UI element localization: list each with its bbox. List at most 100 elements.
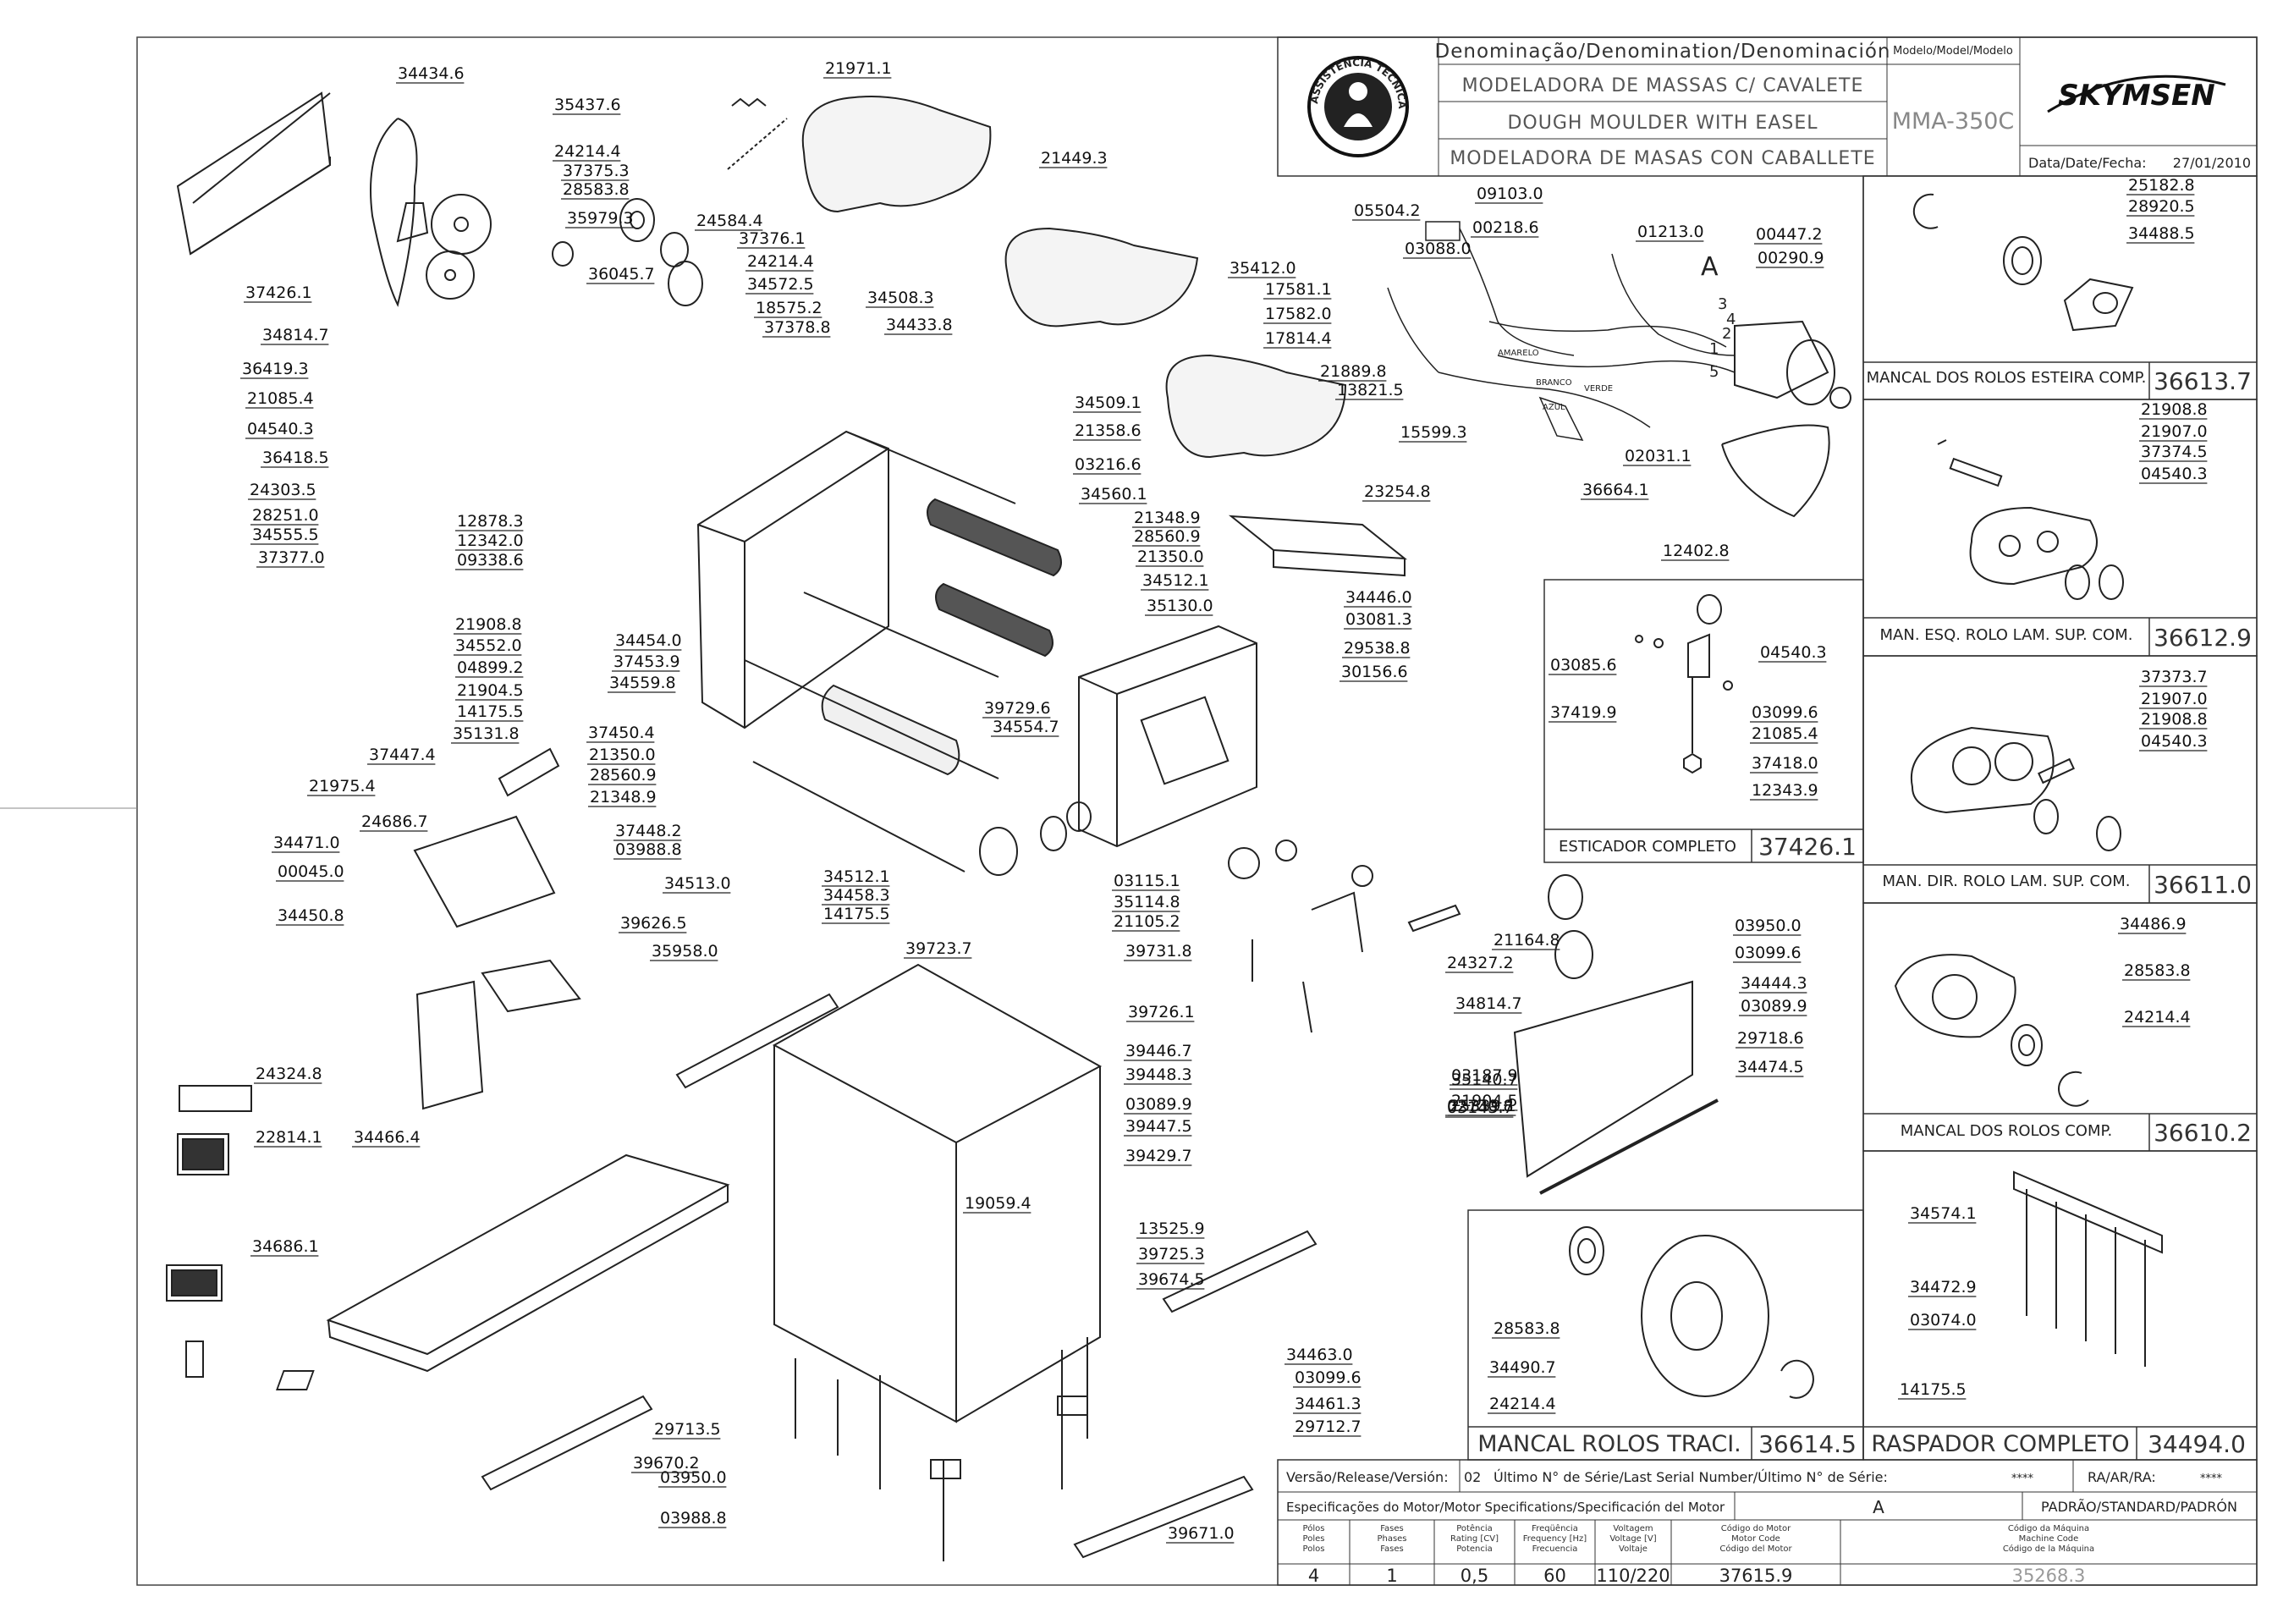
part-callout: 34450.8 <box>278 906 344 925</box>
part-callout: 36418.5 <box>262 449 329 467</box>
part-callout: 24214.4 <box>747 252 814 271</box>
panel-part-callout: 28583.8 <box>2124 961 2191 980</box>
part-callout: 13525.9 <box>1138 1219 1205 1238</box>
part-callout: 24327.2 <box>1447 954 1514 972</box>
model-code: MMA-350C <box>1892 108 2015 135</box>
part-callout: 35979.3 <box>567 209 634 228</box>
part-callout: 37453.9 <box>613 652 680 671</box>
panel-part-callout: 04540.3 <box>2141 465 2208 483</box>
part-callout: 00447.2 <box>1756 225 1823 244</box>
part-callout: 22814.1 <box>256 1128 322 1147</box>
part-callout: 21348.9 <box>590 788 657 806</box>
label-sticker <box>179 1085 252 1112</box>
part-callout: 28560.9 <box>1134 527 1201 546</box>
part-callout: 34554.7 <box>993 718 1059 736</box>
motor-spec-header: Poles <box>1303 1534 1325 1544</box>
part-callout: 03081.3 <box>1345 610 1412 629</box>
part-callout: 21358.6 <box>1075 421 1141 440</box>
model-header: Modelo/Model/Modelo <box>1893 45 2013 58</box>
part-callout: 34461.3 <box>1295 1395 1362 1413</box>
panel-part-callout: 34488.5 <box>2128 224 2195 243</box>
panel-part-callout: 37419.9 <box>1550 703 1617 722</box>
motor-spec-header: Rating [CV] <box>1450 1534 1499 1544</box>
panel7-code: 37426.1 <box>1758 833 1857 861</box>
part-callout: 14175.5 <box>457 702 524 721</box>
motor-spec-label: Especificações do Motor/Motor Specificat… <box>1286 1500 1725 1515</box>
part-callout: 21348.9 <box>1134 509 1201 527</box>
serial-label: Último N° de Série/Last Serial Number/Úl… <box>1494 1469 1888 1485</box>
panel2-code: 36612.9 <box>2154 624 2252 652</box>
part-callout: 37426.1 <box>245 284 312 302</box>
part-callout: 05504.2 <box>1354 201 1421 220</box>
part-callout: 09338.6 <box>457 551 524 570</box>
panel-part-callout: 24214.4 <box>2124 1008 2191 1027</box>
part-callout: 21908.8 <box>455 615 522 634</box>
panel-part-callout: 03099.6 <box>1752 703 1818 722</box>
part-callout: 39447.5 <box>1125 1117 1192 1136</box>
part-callout: 39446.7 <box>1125 1042 1192 1060</box>
part-callout: 21085.4 <box>247 389 314 408</box>
part-callout: 39729.6 <box>984 699 1051 718</box>
part-callout: 12342.0 <box>457 531 524 550</box>
part-callouts: 34434.635437.621971.121449.324214.437375… <box>240 59 2208 1544</box>
part-callout: 29713.5 <box>654 1420 721 1439</box>
part-callout: 03089.9 <box>1741 997 1807 1016</box>
panel-part-callout: 28920.5 <box>2128 197 2195 216</box>
part-callout: 34446.0 <box>1345 588 1412 607</box>
part-callout: 24584.4 <box>696 212 763 230</box>
panel1-title: MANCAL DOS ROLOS ESTEIRA COMP. <box>1867 369 2147 387</box>
motor-spec-header: Polos <box>1303 1544 1325 1554</box>
part-callout: 21889.8 <box>1320 362 1387 381</box>
motor-spec-header: Frequency [Hz] <box>1523 1534 1587 1544</box>
panel-part-callout: 21908.8 <box>2141 400 2208 419</box>
panel4-title: MANCAL DOS ROLOS COMP. <box>1901 1122 2113 1140</box>
part-callout: 39725.3 <box>1138 1245 1205 1263</box>
date-label: Data/Date/Fecha: <box>2028 155 2147 171</box>
part-callout: 03988.8 <box>660 1509 727 1528</box>
motor-spec-header: Código da Máquina <box>2008 1523 2089 1533</box>
version-label: Versão/Release/Versión: <box>1286 1469 1449 1485</box>
serial-value: **** <box>2011 1473 2034 1485</box>
panel2-title: MAN. ESQ. ROLO LAM. SUP. COM. <box>1880 626 2133 644</box>
part-callout: 35114.8 <box>1114 893 1180 911</box>
panel-part-callout: 04540.3 <box>2141 732 2208 751</box>
part-callout: 03088.0 <box>1405 239 1472 258</box>
part-callout: 21904.5 <box>457 681 524 700</box>
part-callout: 09103.0 <box>1477 184 1543 203</box>
motor-spec-header: Voltagem <box>1613 1524 1653 1533</box>
denomination-header: Denominação/Denomination/Denominación <box>1435 41 1891 63</box>
part-callout: 13821.5 <box>1337 381 1404 399</box>
panel-part-callout: 14175.5 <box>1900 1380 1967 1399</box>
part-callout: 24324.8 <box>256 1065 322 1083</box>
part-callout: 28560.9 <box>590 766 657 784</box>
panel-part-callout: 21907.0 <box>2141 690 2208 708</box>
part-callout: 00045.0 <box>278 862 344 881</box>
date-value: 27/01/2010 <box>2173 155 2251 171</box>
motor-spec-value: 35268.3 <box>2012 1566 2086 1586</box>
part-callout: 37447.4 <box>369 746 436 764</box>
part-callout: 03089.9 <box>1125 1095 1192 1114</box>
part-callout: 37376.1 <box>739 229 806 248</box>
panel-part-callout: 37373.7 <box>2141 668 2208 686</box>
part-callout: 21975.4 <box>309 777 376 795</box>
part-callout: 35412.0 <box>1230 259 1296 278</box>
part-callout: 39626.5 <box>620 914 687 933</box>
panel-part-callout: 34472.9 <box>1910 1278 1977 1296</box>
panel5-code: 34494.0 <box>2148 1430 2246 1458</box>
standard-label: PADRÃO/STANDARD/PADRÓN <box>2041 1499 2237 1515</box>
panel-part-callout: 34574.1 <box>1910 1204 1977 1223</box>
panel-part-callout: 03074.0 <box>1910 1311 1977 1329</box>
brand-logo: SKYMSEN <box>2058 79 2214 113</box>
panel1-code: 36613.7 <box>2154 367 2252 395</box>
part-callout: 34433.8 <box>886 316 953 334</box>
panel-part-callout: 28583.8 <box>1494 1319 1560 1338</box>
wiring-harness <box>1387 221 1736 441</box>
panel-drawings <box>1569 193 2163 1399</box>
part-callout: 02730.8 <box>1447 1097 1514 1115</box>
title-block-bottom: Versão/Release/Versión: 02 Último N° de … <box>1277 1459 2258 1586</box>
part-callout: 03099.6 <box>1735 944 1802 962</box>
panel-part-callout: 03085.6 <box>1550 656 1617 674</box>
terminal-number: 4 <box>1726 311 1736 328</box>
panel3-code: 36611.0 <box>2154 871 2252 899</box>
main-assembly-art <box>166 91 1851 1561</box>
